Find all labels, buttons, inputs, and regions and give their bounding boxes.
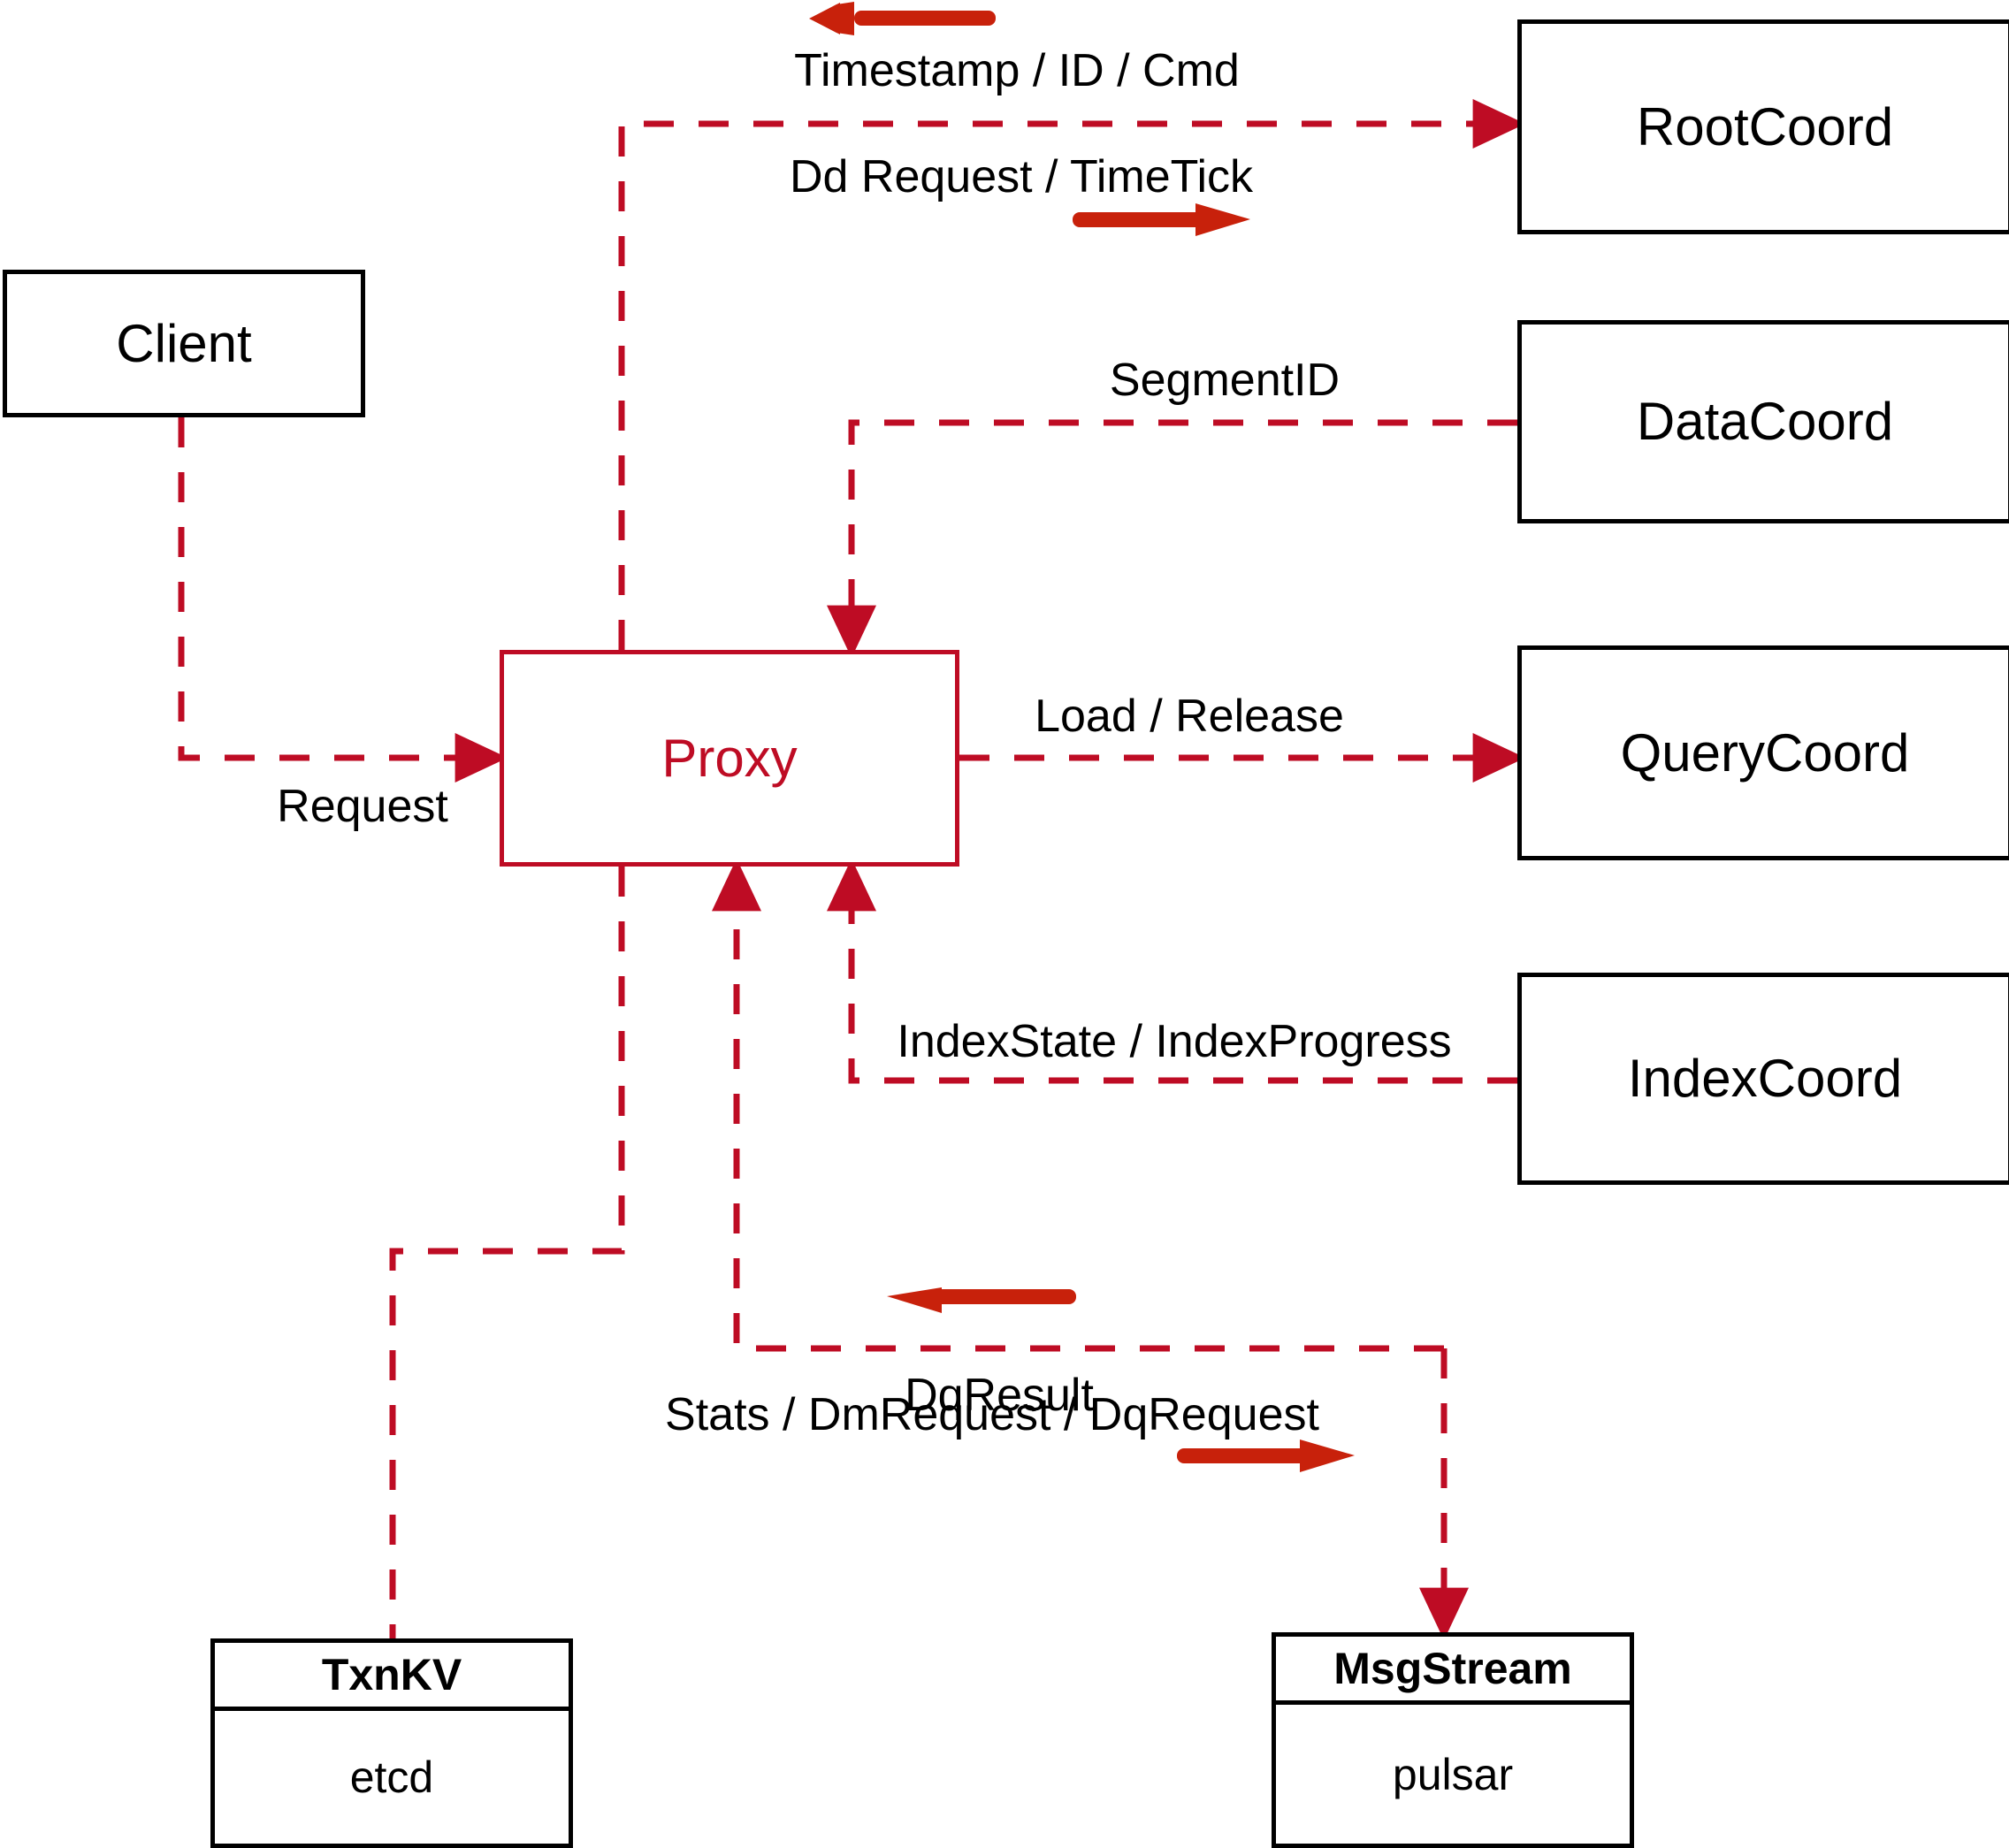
store-msgstream-title: MsgStream xyxy=(1333,1644,1572,1693)
store-txnkv-header: TxnKV xyxy=(215,1643,569,1711)
edge-label-dq-result: DqResult xyxy=(905,1370,1094,1421)
accent-arrow-dqresult-left xyxy=(887,1287,1076,1313)
node-indexcoord-label: IndexCoord xyxy=(1627,1049,1903,1108)
node-querycoord-label: QueryCoord xyxy=(1620,722,1910,783)
node-datacoord[interactable]: DataCoord xyxy=(1517,320,2009,523)
store-txnkv[interactable]: TxnKV etcd xyxy=(210,1638,573,1848)
wire-datacoord-to-proxy xyxy=(827,419,1517,659)
wire-proxy-to-txnkv xyxy=(389,867,625,1638)
edge-label-timestamp-id-cmd: Timestamp / ID / Cmd xyxy=(794,45,1240,96)
wire-client-to-proxy xyxy=(178,417,508,783)
accent-arrow-ddrequest-right xyxy=(1073,203,1250,236)
edge-label-segment-id: SegmentID xyxy=(1109,355,1341,406)
node-proxy[interactable]: Proxy xyxy=(500,650,959,867)
node-proxy-label: Proxy xyxy=(661,728,798,788)
edge-label-request: Request xyxy=(277,781,448,832)
node-client-label: Client xyxy=(116,313,252,373)
store-txnkv-title: TxnKV xyxy=(321,1650,462,1699)
edge-label-load-release: Load / Release xyxy=(1035,691,1344,742)
node-rootcoord-label: RootCoord xyxy=(1636,96,1894,157)
node-datacoord-label: DataCoord xyxy=(1636,392,1894,451)
accent-arrow-timestamp-left xyxy=(809,2,996,35)
wire-proxy-to-rootcoord xyxy=(618,99,1526,650)
node-querycoord[interactable]: QueryCoord xyxy=(1517,645,2009,860)
wire-msgstream-to-proxy xyxy=(712,858,1444,1352)
node-indexcoord[interactable]: IndexCoord xyxy=(1517,973,2009,1185)
edge-label-dd-request-timetick: Dd Request / TimeTick xyxy=(789,151,1254,202)
store-msgstream-body: pulsar xyxy=(1276,1705,1630,1844)
store-msgstream-header: MsgStream xyxy=(1276,1637,1630,1705)
edge-label-stats-dm-dq-request: Stats / DmRequest / DqRequest xyxy=(665,1389,1319,1440)
store-txnkv-body: etcd xyxy=(215,1711,569,1844)
accent-arrow-dqrequest-right xyxy=(1177,1439,1355,1472)
node-client[interactable]: Client xyxy=(3,270,365,417)
edge-label-index-state-progress: IndexState / IndexProgress xyxy=(897,1016,1452,1067)
node-rootcoord[interactable]: RootCoord xyxy=(1517,19,2009,234)
store-msgstream[interactable]: MsgStream pulsar xyxy=(1272,1632,1634,1848)
store-txnkv-impl: etcd xyxy=(349,1753,434,1802)
store-msgstream-impl: pulsar xyxy=(1392,1749,1514,1799)
